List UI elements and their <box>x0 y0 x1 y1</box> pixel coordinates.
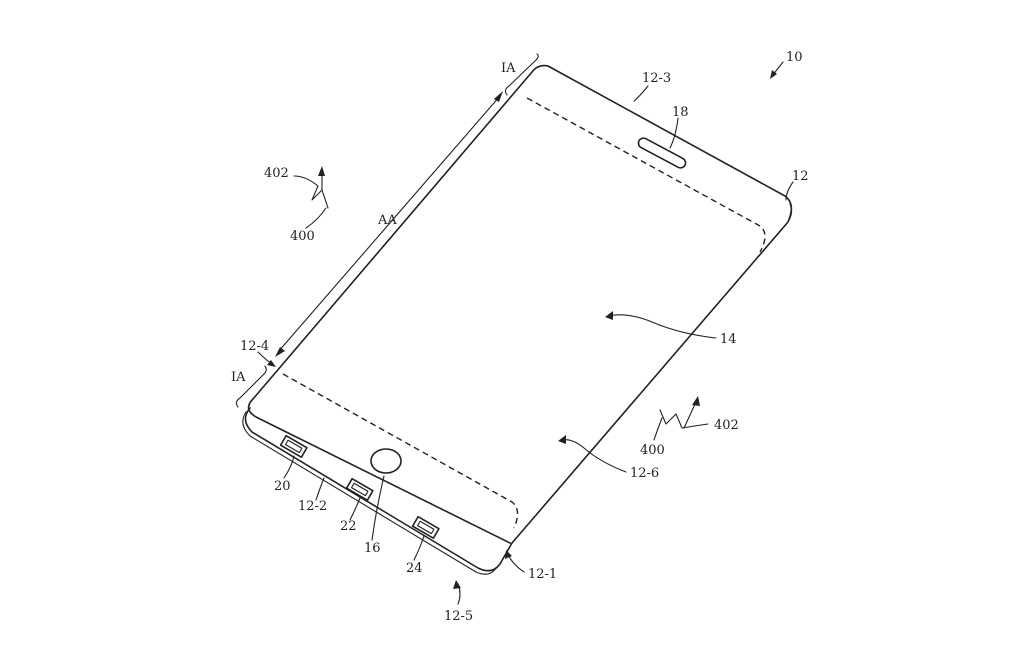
speaker-slot <box>637 137 687 169</box>
arrow-12-1 <box>505 550 512 559</box>
label-12-3: 12-3 <box>642 71 671 86</box>
port-24 <box>411 515 440 539</box>
leader-12-2 <box>315 477 325 501</box>
display-face-left-edge <box>247 64 549 419</box>
label-10: 10 <box>786 50 803 65</box>
leader-400-right <box>653 417 663 441</box>
label-12-4: 12-4 <box>240 339 269 354</box>
leader-12 <box>785 181 794 201</box>
arrow-12-6 <box>558 435 566 444</box>
aa-arrowhead-bottom <box>275 347 285 357</box>
label-12-2: 12-2 <box>298 499 327 514</box>
label-ia-bottom: IA <box>231 370 246 385</box>
home-button <box>370 448 402 474</box>
label-22: 22 <box>340 519 357 534</box>
label-18: 18 <box>672 105 689 120</box>
aa-dimension-line <box>277 95 501 353</box>
label-12-5: 12-5 <box>444 609 473 624</box>
label-400-left: 400 <box>290 229 315 244</box>
label-14: 14 <box>720 332 737 347</box>
label-12-6: 12-6 <box>630 466 659 481</box>
active-area-top-dashed <box>526 97 766 253</box>
leader-14 <box>607 314 717 339</box>
arrow-10 <box>770 70 777 79</box>
axis-glyph-right <box>659 409 709 429</box>
label-20: 20 <box>274 479 291 494</box>
arrow-12-5 <box>453 580 461 589</box>
leader-18 <box>669 117 679 149</box>
label-402-right: 402 <box>714 418 739 433</box>
leader-16 <box>371 475 385 541</box>
label-24: 24 <box>406 561 423 576</box>
leader-12-3 <box>633 85 649 102</box>
leader-22 <box>349 497 361 521</box>
axis-stem-right <box>683 401 697 429</box>
aa-arrowhead-top <box>494 91 503 102</box>
axis-arrow-right <box>692 396 700 406</box>
label-aa: AA <box>377 213 397 228</box>
bottom-side-wall-inner <box>242 411 497 575</box>
port-22 <box>345 477 374 501</box>
right-rounded-edge <box>787 203 793 223</box>
leader-24 <box>413 535 425 561</box>
display-face-bottom-edge <box>257 417 511 544</box>
leader-400-left <box>305 207 327 229</box>
device-body <box>242 64 793 575</box>
ia-bracket-bottom <box>235 365 267 408</box>
leader-12-6 <box>561 439 627 473</box>
arrow-12-4 <box>267 360 276 367</box>
port-20 <box>279 434 308 458</box>
leader-12-1 <box>507 553 525 573</box>
label-12: 12 <box>792 169 809 184</box>
leader-20 <box>283 455 295 479</box>
label-16: 16 <box>364 541 381 556</box>
arrow-14 <box>605 311 613 320</box>
label-400-right: 400 <box>640 443 665 458</box>
axis-glyph-left <box>293 175 329 209</box>
label-ia-top: IA <box>501 61 516 76</box>
active-area-bottom-dashed <box>282 373 519 529</box>
label-402-left: 402 <box>264 166 289 181</box>
ia-bracket-top <box>504 53 539 96</box>
label-12-1: 12-1 <box>528 567 557 582</box>
